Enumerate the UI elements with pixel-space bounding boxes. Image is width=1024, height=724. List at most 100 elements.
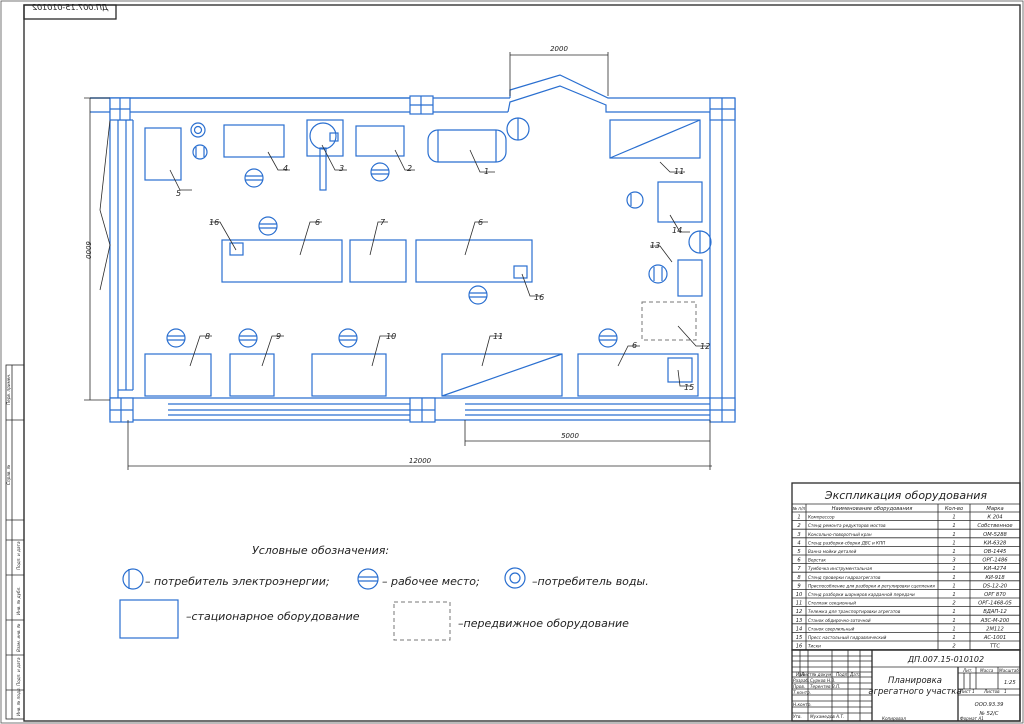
- spec-cell: 1: [952, 583, 955, 589]
- spec-title: Экспликация оборудования: [824, 489, 988, 502]
- spec-cell: Верстак: [808, 558, 826, 563]
- spec-cell: 9: [797, 583, 800, 589]
- eq-11-top: [609, 119, 701, 159]
- legend-title: Условные обозначения:: [252, 544, 389, 557]
- spec-cell: 4: [797, 540, 800, 546]
- eq-7: [349, 239, 407, 283]
- eq-10: [311, 353, 387, 397]
- plan-label-6-left: 6: [315, 218, 320, 227]
- top-drawing-code: ДП.007.15-010102: [32, 3, 109, 12]
- plan-label-5: 5: [176, 189, 181, 198]
- spec-cell: 2: [952, 601, 955, 607]
- spec-cell: 5: [797, 549, 801, 555]
- spec-cell: Тележка для транспортировки агрегатов: [808, 609, 901, 614]
- spec-cell: КИ-918: [985, 575, 1005, 581]
- spec-cell: 2: [952, 644, 955, 650]
- floor-plan: 2000: [84, 45, 736, 470]
- plan-label-4: 4: [283, 164, 288, 173]
- spec-header-qty: Кол-во: [945, 506, 963, 512]
- inner-border: [23, 4, 1021, 722]
- spec-cell: КИ-6328: [984, 540, 1007, 546]
- dim-12000: 12000: [409, 457, 432, 465]
- eq-5: [144, 127, 182, 181]
- col-list: Лист: [800, 672, 812, 677]
- dim-6000: 6000: [84, 241, 92, 259]
- plan-label-16-left: 16: [209, 218, 219, 227]
- spec-cell: 1: [952, 566, 955, 572]
- spec-cell: Стенд разборки шарниров карданной переда…: [808, 592, 915, 597]
- plan-label-1: 1: [484, 167, 489, 176]
- side-label-0: Перв. примен.: [6, 374, 11, 405]
- format-label: Формат А1: [960, 716, 984, 721]
- legend-electric: – потребитель электроэнергии;: [145, 575, 330, 588]
- spec-cell: Станок обдирочно-заточной: [808, 618, 871, 623]
- plan-label-8: 8: [205, 332, 210, 341]
- eq-2: [355, 125, 405, 157]
- title-block: ДП.007.15-010102 Изм. Лист № докум. Подп…: [791, 649, 1021, 722]
- spec-cell: 1: [952, 540, 955, 546]
- spec-cell: Тиски: [808, 644, 821, 649]
- title-code: ДП.007.15-010102: [907, 655, 984, 664]
- title-line1: Планировка: [888, 676, 942, 686]
- spec-cell: Компрессор: [808, 515, 835, 520]
- plan-label-2: 2: [407, 164, 412, 173]
- spec-cell: ВДАП-12: [983, 609, 1007, 615]
- spec-cell: 2: [797, 523, 800, 529]
- role-0: Разраб.: [793, 678, 809, 683]
- sheet-number: 1: [972, 689, 975, 694]
- top-code-box: [23, 4, 117, 20]
- plan-label-13: 13: [650, 241, 660, 250]
- side-label-3: Инв. № дубл.: [16, 586, 21, 615]
- spec-cell: Стенд ремонта редукторов мостов: [808, 523, 886, 528]
- spec-cell: DS-12-20: [983, 583, 1008, 589]
- role-4: Н.контр.: [793, 702, 812, 707]
- role-1: Пров.: [793, 684, 805, 689]
- org-line2: № 52/С: [978, 711, 998, 717]
- legend-workplace-icon: [357, 568, 379, 590]
- spec-cell: Собственное: [977, 523, 1012, 529]
- spec-cell: 3: [797, 532, 800, 538]
- sheets-label: Листов: [983, 689, 1000, 694]
- spec-cell: 11: [796, 601, 803, 607]
- eq-11-bottom: [441, 353, 563, 397]
- title-line2: агрегатного участка: [868, 687, 961, 697]
- legend-mobile: –передвижное оборудование: [458, 617, 629, 630]
- spec-cell: 6: [797, 558, 801, 564]
- spec-cell: 1: [952, 618, 955, 624]
- spec-cell: ОВ-1445: [984, 549, 1007, 555]
- sheets-number: 1: [1004, 689, 1007, 694]
- spec-header-mark: Марка: [986, 506, 1003, 512]
- spec-cell: 1: [797, 515, 800, 521]
- role-2: Т.контр.: [793, 690, 811, 695]
- role-5: Утв.: [793, 714, 802, 719]
- spec-cell: 12: [796, 609, 803, 615]
- spec-cell: ОРГ-1486: [982, 558, 1008, 564]
- plan-label-6-mid: 6: [478, 218, 483, 227]
- spec-cell: 1: [952, 592, 955, 598]
- spec-cell: Приспособление для разборки и регулировк…: [808, 583, 935, 588]
- plan-label-7: 7: [380, 218, 386, 227]
- legend-workplace: – рабочее место;: [382, 575, 480, 588]
- col-date: Дата: [849, 672, 861, 677]
- name-5: Мухамедов А.Т.: [810, 714, 844, 719]
- spec-cell: 14: [796, 626, 803, 632]
- plan-label-16-mid: 16: [534, 293, 544, 302]
- legend-mobile-icon: [393, 601, 451, 641]
- eq-12: [641, 301, 697, 341]
- side-label-4: Взам. инв. №: [16, 623, 21, 652]
- scale-value: 1:25: [1004, 680, 1016, 686]
- spec-header-name: Наименование оборудования: [832, 506, 913, 512]
- plan-label-14: 14: [672, 226, 682, 235]
- spec-cell: 1: [952, 532, 955, 538]
- side-label-2: Подп. и дата: [16, 541, 21, 570]
- spec-cell: Консольно-поворотный кран: [808, 532, 872, 537]
- side-label-5: Подп. и дата: [16, 657, 21, 686]
- col-doc: № докум.: [811, 672, 833, 677]
- eq-6-mid: [415, 239, 533, 283]
- spec-cell: 13: [796, 618, 803, 624]
- plan-label-3: 3: [339, 164, 344, 173]
- legend-water-icon: [504, 567, 526, 589]
- org-line1: ООО.93.39: [975, 702, 1004, 708]
- spec-cell: КИ-4274: [984, 566, 1007, 572]
